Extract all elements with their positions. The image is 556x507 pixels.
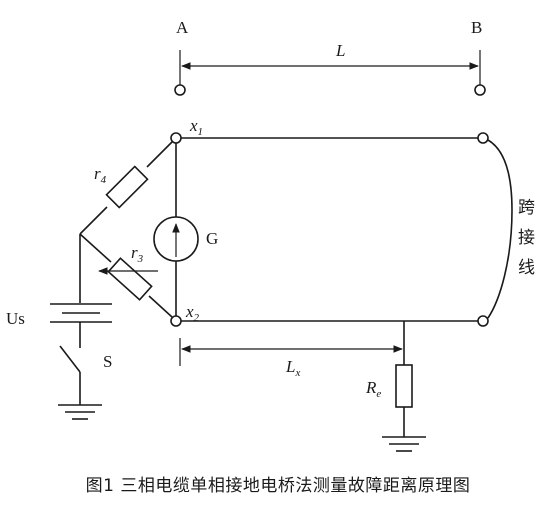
jumper-label-char-1: 跨 xyxy=(518,198,535,218)
fault-distance-label: Lx xyxy=(285,357,300,379)
node-far-bottom xyxy=(477,315,489,327)
r4-lead-upper xyxy=(146,141,173,168)
node-x2 xyxy=(170,315,182,327)
resistor-r3 xyxy=(107,257,153,301)
resistor-re xyxy=(395,364,413,408)
figure-caption: 图1 三相电缆单相接地电桥法测量故障距离原理图 xyxy=(85,476,471,496)
jumper-wire xyxy=(487,139,513,319)
cable-length-diagram: A B L xyxy=(174,18,486,96)
galvanometer-label: G xyxy=(206,229,218,248)
node-far-top xyxy=(477,132,489,144)
r4-lead-lower xyxy=(79,206,108,235)
point-b-label: B xyxy=(471,18,482,37)
switch-label: S xyxy=(103,352,112,371)
resistor-r4-label: r4 xyxy=(94,164,107,186)
node-x1 xyxy=(170,132,182,144)
resistor-r4 xyxy=(105,165,149,209)
length-label: L xyxy=(335,41,345,60)
point-a-label: A xyxy=(176,18,189,37)
bridge-circuit: G x1 x2 r4 r3 Us S Lx xyxy=(6,116,535,452)
switch-blade xyxy=(59,345,81,373)
jumper-label-char-3: 线 xyxy=(518,258,535,278)
resistor-re-label: Re xyxy=(365,378,381,400)
source-label: Us xyxy=(6,309,25,328)
node-x2-label: x2 xyxy=(185,302,200,324)
jumper-label-char-2: 接 xyxy=(518,228,535,248)
r3-lead-upper xyxy=(79,233,112,263)
node-x1-label: x1 xyxy=(189,116,203,138)
node-a xyxy=(174,84,186,96)
r3-lead-lower xyxy=(148,295,173,318)
resistor-r3-label: r3 xyxy=(131,243,144,265)
node-b xyxy=(474,84,486,96)
